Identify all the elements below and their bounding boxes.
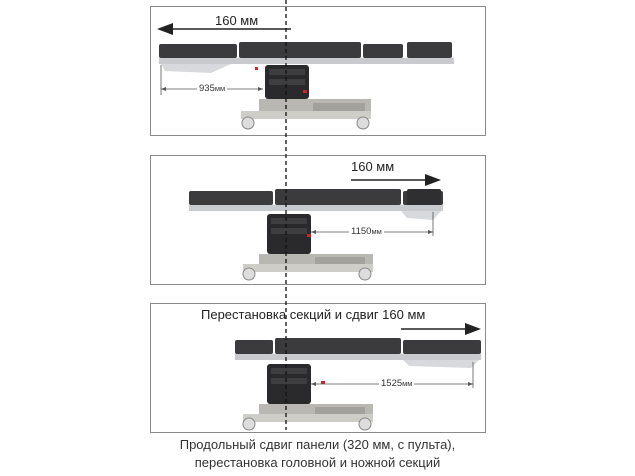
length-value: 935 [199,83,215,94]
caption-line-2: перестановка головной и ножной секций [194,455,441,470]
arrow-right-icon [351,174,441,186]
length-dimension: 1150мм [349,226,384,237]
back-section-pad [239,42,361,58]
head-section-pad [189,191,273,205]
leg-section-pad [407,42,452,58]
length-value: 1525 [381,378,403,389]
length-unit: мм [371,227,382,236]
length-unit: мм [214,84,226,93]
head-section-pad [159,44,237,58]
panel-top: 160 мм 935мм [150,6,486,136]
back-section-pad [275,338,401,354]
table-illustration-3 [235,323,481,431]
panel-middle: 160 мм 1150мм [150,155,486,285]
shift-label: 160 мм [215,13,259,28]
arrow-right-icon [401,323,481,335]
table-illustration-1 [157,23,454,130]
length-dimension: 935мм [197,83,228,94]
length-value: 1150 [351,226,372,237]
leg-section-pad [235,340,273,354]
length-unit: мм [402,379,413,388]
shift-label: Перестановка секций и сдвиг 160 мм [201,307,426,322]
panel-bottom: Перестановка секций и сдвиг 160 мм 1525м… [150,303,486,433]
shift-label: 160 мм [351,159,395,174]
arrow-left-icon [157,23,291,35]
seat-section-pad [363,44,403,58]
table-illustration-2 [189,174,443,281]
caption-line-1: Продольный сдвиг панели (320 мм, с пульт… [179,437,456,452]
back-section-pad [275,189,401,205]
head-section-pad [403,340,481,354]
length-dimension: 1525мм [379,378,415,389]
